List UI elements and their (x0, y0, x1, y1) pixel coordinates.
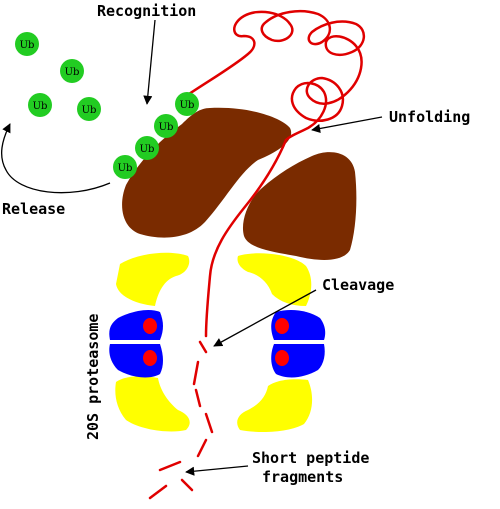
active-site-upper-left (143, 318, 157, 334)
ubiquitin-bound-1: Ub (113, 155, 137, 179)
svg-text:Ub: Ub (140, 144, 155, 155)
polypeptide-tangle (184, 10, 365, 142)
regulatory-cap-right (242, 152, 357, 260)
proteasome-label: 20S proteasome (84, 314, 102, 440)
unfolding-arrow (311, 116, 383, 133)
cleavage-arrow (213, 289, 317, 347)
ubiquitin-free-4: Ub (77, 97, 101, 121)
release-label: Release (2, 200, 65, 218)
ubiquitin-bound-2: Ub (135, 136, 159, 160)
release-arrow (0, 123, 111, 194)
polypeptide-strand (204, 138, 288, 338)
recognition-arrow (143, 19, 156, 105)
recognition-label: Recognition (97, 2, 196, 20)
ubiquitin-free-3: Ub (28, 93, 52, 117)
svg-text:Ub: Ub (180, 100, 195, 111)
ubiquitin-bound-3: Ub (154, 114, 178, 138)
ubiquitin-free-1: Ub (15, 32, 39, 56)
ubiquitin-chain: Ub Ub Ub Ub (113, 92, 199, 179)
svg-text:Ub: Ub (159, 122, 174, 133)
fragments-label-line2: fragments (262, 468, 343, 486)
cleavage-label: Cleavage (322, 276, 394, 294)
svg-text:Ub: Ub (82, 105, 97, 116)
active-site-upper-right (275, 318, 289, 334)
alpha-ring-bottom-right (237, 379, 313, 432)
alpha-ring-top-right (237, 253, 312, 306)
svg-text:Ub: Ub (33, 101, 48, 112)
svg-text:Ub: Ub (65, 67, 80, 78)
unfolding-label: Unfolding (389, 108, 470, 126)
alpha-ring-top-left (116, 252, 190, 306)
ubiquitin-bound-4: Ub (175, 92, 199, 116)
released-ubiquitin: Ub Ub Ub Ub (15, 32, 101, 121)
alpha-ring-bottom-left (115, 376, 190, 432)
fragments-arrow (185, 465, 249, 476)
active-site-lower-left (143, 350, 157, 366)
active-site-lower-right (275, 350, 289, 366)
svg-text:Ub: Ub (20, 40, 35, 51)
ubiquitin-free-2: Ub (60, 59, 84, 83)
regulatory-cap-left (122, 107, 292, 238)
svg-text:Ub: Ub (118, 163, 133, 174)
fragments-label-line1: Short peptide (252, 449, 369, 467)
peptide-fragments (148, 340, 214, 500)
